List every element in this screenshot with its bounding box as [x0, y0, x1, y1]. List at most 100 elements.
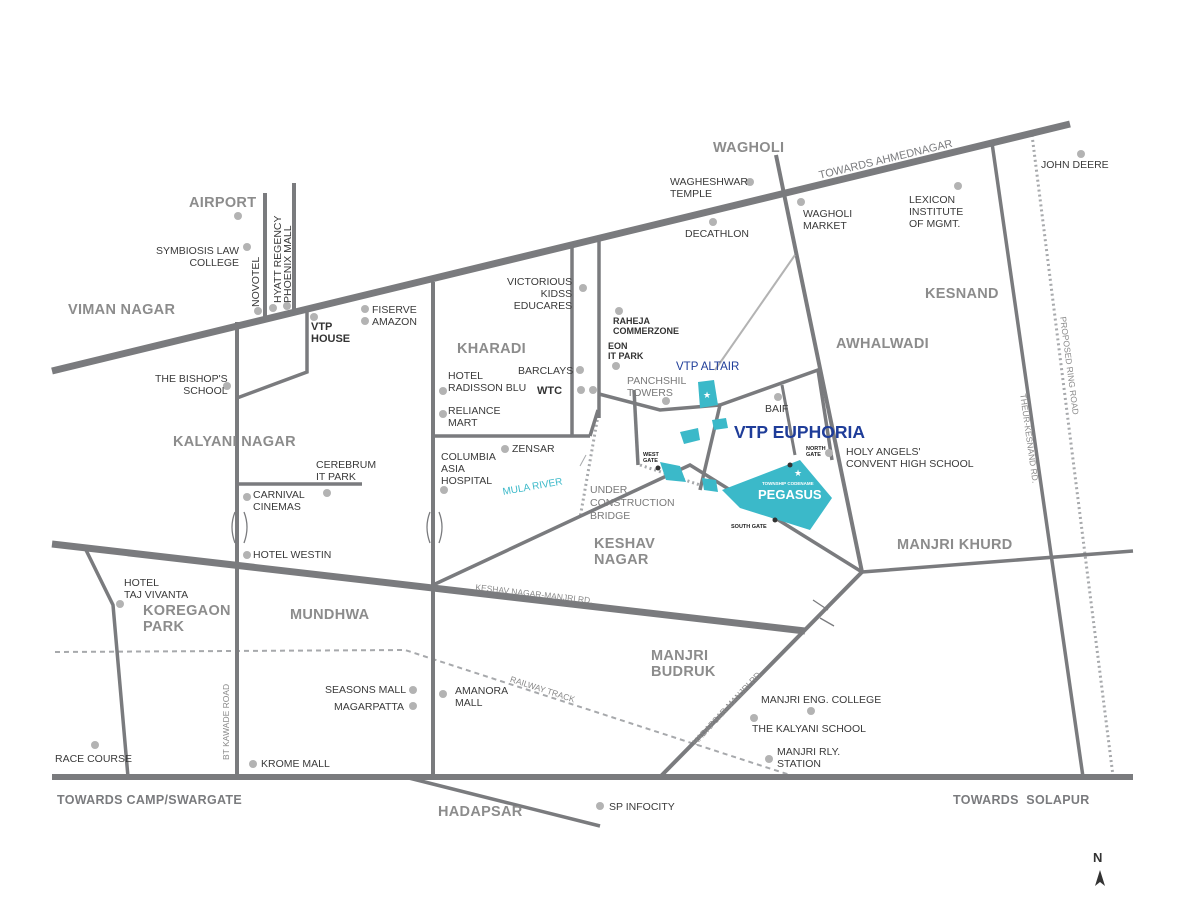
area-koregaon-park: KOREGAON PARK — [143, 603, 231, 635]
project-shapes — [660, 380, 832, 530]
landmark-cerebrum: CEREBRUM IT PARK — [316, 459, 377, 483]
sp-infocity-dot — [596, 802, 604, 810]
south-gate-label: SOUTH GATE — [731, 524, 767, 530]
area-awhalwadi: AWHALWADI — [836, 336, 929, 352]
landmark-symbiosis: SYMBIOSIS LAW COLLEGE — [156, 245, 240, 269]
novotel-dot — [254, 307, 262, 315]
manjri-eng-dot — [807, 707, 815, 715]
reliance-dot — [439, 410, 447, 418]
bridge-marks — [231, 511, 835, 627]
area-wagholi: WAGHOLI — [713, 140, 785, 156]
area-manjri-khurd: MANJRI KHURD — [897, 537, 1013, 553]
landmark-zensar: ZENSAR — [512, 443, 555, 455]
roads — [51, 120, 1134, 828]
hyatt-dot — [269, 304, 277, 312]
north-arrow-icon — [1095, 870, 1105, 886]
wagholi-market-dot — [797, 198, 805, 206]
landmark-krome: KROME MALL — [261, 758, 330, 770]
west-gate-label: WEST GATE — [643, 452, 659, 464]
road-towards-solapur: TOWARDS SOLAPUR — [953, 793, 1090, 807]
decathlon-dot — [709, 218, 717, 226]
area-manjri-budruk: MANJRI BUDRUK — [651, 648, 716, 680]
pegasus-star-icon: ★ — [794, 469, 802, 479]
landmark-baif: BAIF — [765, 403, 789, 415]
wtc-dot-1 — [577, 386, 585, 394]
magarpatta-dot — [409, 702, 417, 710]
carnival-dot — [243, 493, 251, 501]
raheja-dot — [615, 307, 623, 315]
main-road-keshav-nagar — [51, 540, 806, 635]
amazon-dot — [361, 317, 369, 325]
landmark-race-course: RACE COURSE — [55, 753, 133, 765]
pegasus-label: PEGASUS — [758, 487, 822, 502]
area-kesnand: KESNAND — [925, 286, 999, 302]
township-codename-label: TOWNSHIP CODENAME — [762, 481, 814, 486]
north-gate-label: NORTH GATE — [806, 446, 826, 458]
landmark-radisson: HOTEL RADISSON BLU — [448, 370, 527, 394]
area-hadapsar: HADAPSAR — [438, 804, 523, 820]
krome-dot — [249, 760, 257, 768]
landmark-westin: HOTEL WESTIN — [253, 549, 332, 561]
area-kharadi: KHARADI — [457, 341, 526, 357]
landmark-manjri-eng: MANJRI ENG. COLLEGE — [761, 694, 882, 706]
landmark-phoenix: PHOENIX MALL — [282, 225, 294, 303]
westin-dot — [243, 551, 251, 559]
landmark-kalyani-school: THE KALYANI SCHOOL — [752, 723, 866, 735]
road-towards-camp: TOWARDS CAMP/SWARGATE — [57, 793, 243, 807]
wtc-dot-2 — [589, 386, 597, 394]
area-airport: AIRPORT — [189, 195, 257, 211]
barclays-dot — [576, 366, 584, 374]
landmark-wagholi-market: WAGHOLI MARKET — [803, 208, 853, 232]
kalyani-school-dot — [750, 714, 758, 722]
vtp-house-label: VTP HOUSE — [311, 321, 351, 345]
landmark-decathlon: DECATHLON — [685, 228, 749, 240]
landmark-amanora: AMANORA MALL — [455, 685, 509, 709]
bishops-dot — [223, 382, 231, 390]
mula-river-line — [579, 454, 587, 467]
landmark-manjri-rly: MANJRI RLY. STATION — [777, 746, 841, 770]
landmark-carnival: CARNIVAL CINEMAS — [253, 489, 305, 513]
zensar-dot — [501, 445, 509, 453]
landmark-fiserve: FISERVE — [372, 304, 417, 316]
area-mundhwa: MUNDHWA — [290, 607, 370, 623]
john-deere-dot — [1077, 150, 1085, 158]
taj-dot — [116, 600, 124, 608]
compass-north-label: N — [1093, 850, 1103, 865]
victorious-dot — [579, 284, 587, 292]
altair-link-road — [714, 254, 796, 371]
seasons-dot — [409, 686, 417, 694]
landmark-lexicon: LEXICON INSTITUTE OF MGMT. — [909, 194, 964, 230]
phoenix-dot — [283, 302, 291, 310]
manjri-rly-dot — [765, 755, 773, 763]
race-course-dot — [91, 741, 99, 749]
landmark-seasons: SEASONS MALL — [325, 684, 407, 696]
cerebrum-dot — [323, 489, 331, 497]
vtp-house-dot — [310, 313, 318, 321]
columbia-dot — [440, 486, 448, 494]
landmark-novotel: NOVOTEL — [250, 256, 262, 307]
vtp-altair-label: VTP ALTAIR — [676, 361, 740, 373]
pegasus-township — [722, 460, 832, 530]
wtc-label: WTC — [537, 385, 563, 397]
holy-angels-dot — [825, 449, 833, 457]
landmark-john-deere: JOHN DEERE — [1041, 159, 1109, 171]
gate-dots — [655, 462, 793, 523]
amanora-dot — [439, 690, 447, 698]
symbiosis-dot — [243, 243, 251, 251]
proposed-ring-road — [1030, 134, 1115, 777]
landmark-amazon: AMAZON — [372, 316, 417, 328]
radisson-dot — [439, 387, 447, 395]
airport-dot — [234, 212, 242, 220]
landmark-holy-angels: HOLY ANGELS' CONVENT HIGH SCHOOL — [846, 446, 974, 470]
vtp-altair-plot — [698, 380, 718, 408]
area-viman-nagar: VIMAN NAGAR — [68, 302, 176, 318]
under-construction-label: UNDER CONSTRUCTION BRIDGE — [590, 484, 675, 522]
raheja-label: RAHEJA COMMERZONE — [613, 316, 679, 336]
landmark-bishops: THE BISHOP'S SCHOOL — [155, 373, 228, 397]
panchshil-dot — [662, 397, 670, 405]
landmark-barclays: BARCLAYS — [518, 365, 574, 377]
area-keshav-nagar: KESHAV NAGAR — [594, 536, 656, 568]
landmark-victorious: VICTORIOUS KIDSS EDUCARES — [507, 276, 573, 312]
landmark-columbia: COLUMBIA ASIA HOSPITAL — [441, 451, 496, 487]
main-road-ahmednagar — [51, 120, 1071, 375]
